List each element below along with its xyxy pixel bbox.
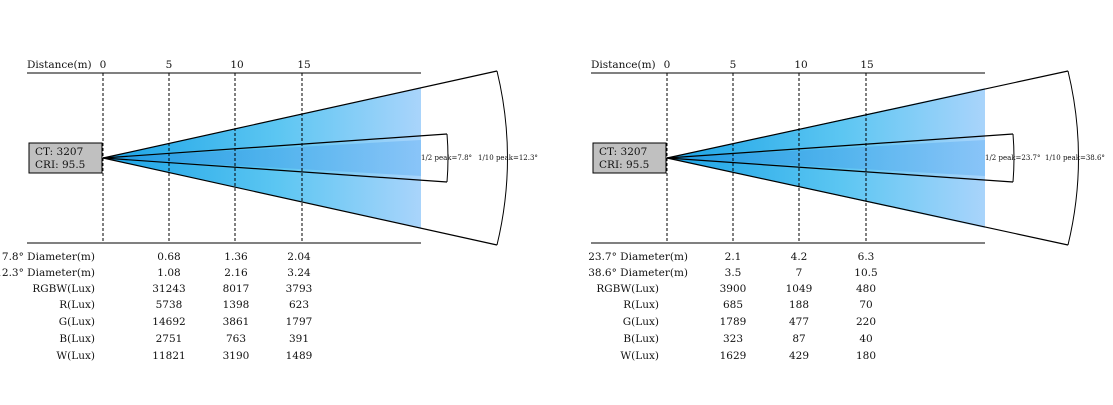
- cell: 87: [792, 333, 805, 345]
- tenth-peak-edge-bottom: [666, 157, 1069, 246]
- cell: 1.36: [224, 251, 248, 263]
- cell: 40: [859, 333, 872, 345]
- cell: 188: [789, 299, 809, 311]
- cell: 1629: [720, 350, 747, 362]
- panel-left: Distance(m) 0 5 10 15 CT: 3207 CRI: 95.5…: [0, 59, 538, 362]
- cell: 2.04: [287, 251, 311, 263]
- beam-inner: [103, 140, 421, 176]
- tenth-peak-arc: [1067, 70, 1079, 246]
- row-label: B(Lux): [59, 333, 95, 345]
- cell: 1049: [786, 283, 813, 295]
- cell: 1489: [286, 350, 313, 362]
- cell: 623: [289, 299, 309, 311]
- cell: 1789: [720, 316, 747, 328]
- info-box: [28, 142, 103, 174]
- cell: 1398: [223, 299, 250, 311]
- cell: 3793: [286, 283, 313, 295]
- row-label: W(Lux): [620, 350, 659, 362]
- half-peak-edge-bottom: [666, 157, 1014, 183]
- cell: 1797: [286, 316, 313, 328]
- cell: 3190: [223, 350, 250, 362]
- tick-label-10: 10: [794, 59, 807, 71]
- tenth-peak-edge-bottom: [102, 157, 498, 246]
- cell: 3.5: [725, 267, 742, 279]
- cell: 391: [289, 333, 309, 345]
- cell: 429: [789, 350, 809, 362]
- tick-label-0: 0: [664, 59, 671, 71]
- beam-inner: [667, 140, 985, 176]
- cell: 2.1: [725, 251, 742, 263]
- distance-label: Distance(m): [591, 59, 656, 71]
- half-peak-label: 1/2 peak=7.8°: [421, 154, 472, 162]
- cell: 70: [859, 299, 872, 311]
- tenth-peak-edge-top: [666, 70, 1069, 159]
- row-label: 23.7° Diameter(m): [588, 251, 688, 263]
- cell: 220: [856, 316, 876, 328]
- row-label: 12.3° Diameter(m): [0, 267, 95, 279]
- tenth-peak-label: 1/10 peak=12.3°: [478, 154, 538, 162]
- half-peak-arc: [446, 133, 449, 183]
- tick-label-10: 10: [230, 59, 243, 71]
- cell: 477: [789, 316, 809, 328]
- cell: 4.2: [791, 251, 808, 263]
- cell: 685: [723, 299, 743, 311]
- cell: 5738: [156, 299, 183, 311]
- tenth-peak-label: 1/10 peak=38.6°: [1045, 154, 1105, 162]
- data-table: 23.7° Diameter(m) 2.1 4.2 6.3 38.6° Diam…: [588, 251, 877, 362]
- row-label: B(Lux): [623, 333, 659, 345]
- cell: 180: [856, 350, 876, 362]
- cell: 2751: [156, 333, 183, 345]
- cell: 8017: [223, 283, 250, 295]
- row-label: W(Lux): [56, 350, 95, 362]
- row-label: RGBW(Lux): [596, 283, 659, 295]
- row-label: R(Lux): [59, 299, 95, 311]
- half-peak-edge-top: [666, 133, 1014, 159]
- cell: 323: [723, 333, 743, 345]
- half-peak-edge-bottom: [102, 157, 448, 183]
- row-label: R(Lux): [623, 299, 659, 311]
- cell: 31243: [152, 283, 185, 295]
- tick-label-5: 5: [730, 59, 737, 71]
- row-label: 38.6° Diameter(m): [588, 267, 688, 279]
- cell: 14692: [152, 316, 185, 328]
- tick-label-15: 15: [860, 59, 873, 71]
- row-label: RGBW(Lux): [32, 283, 95, 295]
- cell: 7: [796, 267, 803, 279]
- row-label: G(Lux): [623, 316, 659, 328]
- tick-label-15: 15: [297, 59, 310, 71]
- half-peak-arc: [1012, 133, 1015, 183]
- cell: 6.3: [858, 251, 875, 263]
- cell: 763: [226, 333, 246, 345]
- cell: 3.24: [287, 267, 311, 279]
- tick-label-0: 0: [100, 59, 107, 71]
- cri-value: CRI: 95.5: [599, 159, 649, 171]
- panel-right: Distance(m) 0 5 10 15 CT: 3207 CRI: 95.5…: [588, 59, 1105, 362]
- data-table: 7.8° Diameter(m) 0.68 1.36 2.04 12.3° Di…: [0, 251, 312, 362]
- distance-label: Distance(m): [27, 59, 92, 71]
- cell: 0.68: [157, 251, 180, 263]
- cell: 480: [856, 283, 876, 295]
- half-peak-edge-top: [102, 133, 448, 159]
- cell: 3861: [223, 316, 250, 328]
- info-box: [592, 142, 667, 174]
- row-label: 7.8° Diameter(m): [2, 251, 95, 263]
- ct-value: CT: 3207: [599, 146, 647, 158]
- half-peak-label: 1/2 peak=23.7°: [985, 154, 1040, 162]
- cell: 1.08: [157, 267, 180, 279]
- tenth-peak-arc: [496, 70, 508, 246]
- cell: 10.5: [854, 267, 877, 279]
- ct-value: CT: 3207: [35, 146, 83, 158]
- cell: 2.16: [224, 267, 248, 279]
- cell: 11821: [152, 350, 185, 362]
- cell: 3900: [720, 283, 747, 295]
- cri-value: CRI: 95.5: [35, 159, 85, 171]
- tick-label-5: 5: [166, 59, 173, 71]
- row-label: G(Lux): [59, 316, 95, 328]
